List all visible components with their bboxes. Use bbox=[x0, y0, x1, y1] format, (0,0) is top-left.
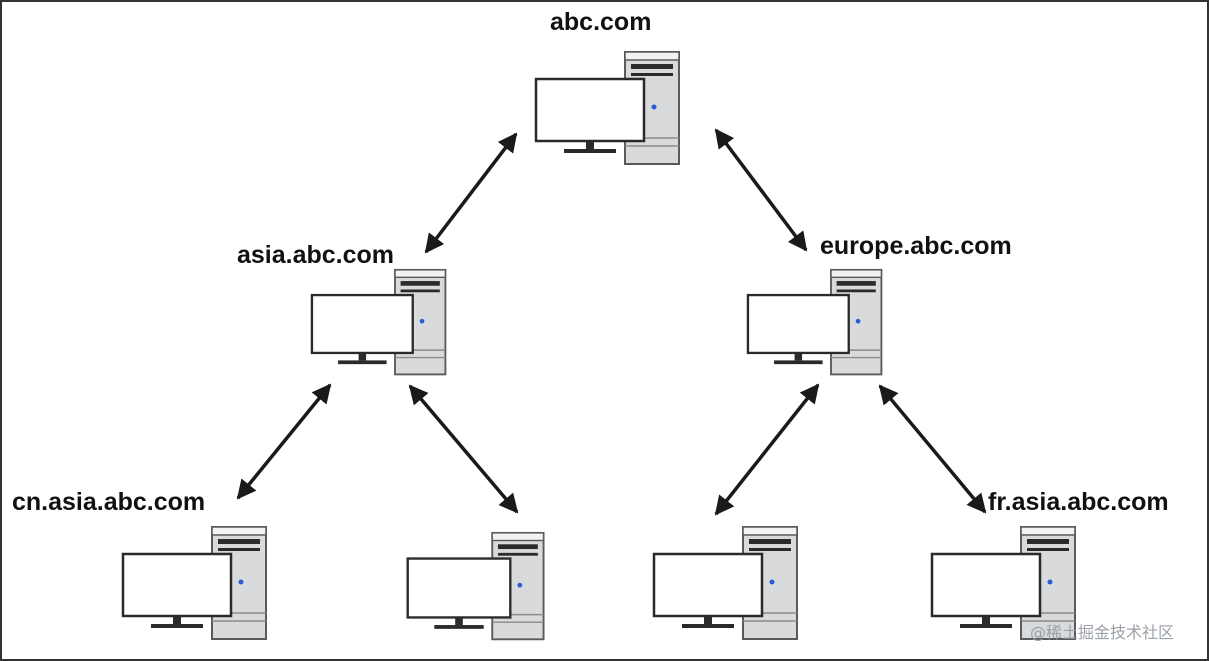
node-label-europe: europe.abc.com bbox=[820, 232, 1012, 260]
connector-arrow-root-europe bbox=[714, 128, 808, 252]
computer-icon-asia-child-2 bbox=[406, 531, 545, 641]
connector-arrow-asia-asia-child-2 bbox=[408, 384, 519, 514]
connections bbox=[236, 128, 987, 516]
computer-icon-asia bbox=[310, 268, 447, 376]
node-label-cn: cn.asia.abc.com bbox=[12, 488, 205, 516]
connector-arrow-root-asia bbox=[424, 132, 518, 254]
computer-icon-europe bbox=[746, 268, 883, 376]
connector-arrow-europe-europe-child-1 bbox=[714, 383, 820, 516]
node-label-fr: fr.asia.abc.com bbox=[988, 488, 1169, 516]
computer-icon-cn bbox=[121, 525, 268, 641]
watermark-text: @稀土掘金技术社区 bbox=[1030, 623, 1174, 642]
connector-arrow-asia-cn bbox=[236, 383, 332, 500]
computer-nodes bbox=[121, 50, 1077, 641]
computer-icon-europe-child-1 bbox=[652, 525, 799, 641]
connector-arrow-europe-fr bbox=[878, 384, 987, 514]
node-label-root: abc.com bbox=[550, 8, 651, 36]
computer-icon-root bbox=[534, 50, 681, 166]
node-label-asia: asia.abc.com bbox=[237, 241, 394, 269]
